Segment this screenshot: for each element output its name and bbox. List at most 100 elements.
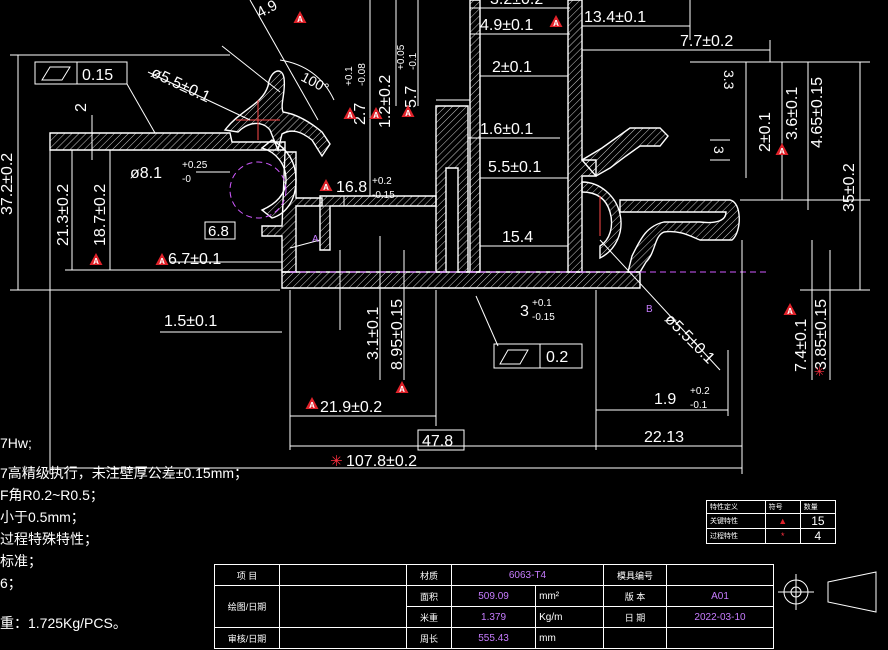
process-mark-icon: ✳ [330, 452, 343, 470]
dim-flatness-015: 0.15 [82, 67, 113, 84]
dim-35: 35±0.2 [841, 163, 858, 212]
dim-3-2-top: 3.2±0.2 [490, 0, 543, 8]
dimension-lines [10, 0, 870, 474]
dim-1-9-tol-dn: -0.1 [690, 400, 708, 411]
extrusion-profile [49, 0, 740, 289]
characteristics-table: 特性定义 符号 数量 关键特性 ▲ 15 过程特性 * 4 [706, 500, 837, 544]
dim-21-3: 21.3±0.2 [55, 184, 72, 246]
dim-16-8-tol-up: +0.2 [372, 176, 392, 187]
version-value: A01 [666, 585, 774, 607]
key-mark-icon [775, 143, 789, 156]
char-count: 15 [799, 513, 837, 529]
hidden-lines [229, 100, 770, 273]
note-line: 7高精级执行，未注壁厚公差±0.15mm； [0, 465, 249, 481]
weight-unit: Kg/m [535, 606, 604, 628]
dim-2-7-tol-dn: -0.08 [357, 63, 368, 86]
dimension-labels: 4.9 100° ø5.5±0.1 0.15 2.7 +0.1 -0.08 1.… [0, 0, 858, 470]
dim-8-95: 8.95±0.15 [389, 299, 406, 370]
dim-7-4: 7.4±0.1 [793, 319, 810, 372]
dim-5-5: 5.5±0.1 [488, 159, 541, 176]
dim-1-9: 1.9 [654, 391, 676, 408]
note-line: F角R0.2~R0.5； [0, 487, 104, 503]
material-value: 6063-T4 [451, 564, 604, 586]
dim-2-left: 2 [73, 103, 90, 112]
profile-center-web [319, 195, 437, 251]
review-label: 审核/日期 [214, 627, 280, 649]
weight-label: 米重 [406, 606, 452, 628]
dim-dia-8-1-tol-up: +0.25 [182, 160, 208, 171]
title-block: 项 目 材质 6063-T4 模具编号 绘图/日期 面积 509.09 mm² … [214, 564, 774, 649]
profile-right-column [567, 0, 597, 273]
profile-right-clip [580, 127, 669, 177]
profile-center-column-a [435, 105, 469, 273]
draw-label: 绘图/日期 [214, 585, 280, 628]
version-label: 版 本 [603, 585, 667, 607]
dim-7-7: 7.7±0.2 [680, 33, 733, 50]
dim-1-9-tol-up: +0.2 [690, 386, 710, 397]
project-label: 项 目 [214, 564, 280, 586]
dim-22-13: 22.13 [644, 429, 684, 446]
dim-5-7-tol-dn: -0.1 [408, 52, 419, 70]
profile-right-boss [581, 181, 622, 260]
profile-upper-fin [223, 70, 331, 158]
dim-4-65: 4.65±0.15 [809, 77, 826, 148]
dim-3-85: 3.85±0.15 [813, 299, 830, 370]
char-header: 数量 [799, 500, 837, 514]
dim-3-3: 3.3 [721, 70, 737, 90]
dim-angle-100: 100° [299, 69, 332, 97]
weight-value: 1.379 [450, 606, 537, 628]
date-value: 2022-03-10 [666, 606, 774, 628]
technical-notes: 7Hw; 7高精级执行，未注壁厚公差±0.15mm； F角R0.2~R0.5； … [0, 432, 248, 634]
dim-47-8: 47.8 [422, 433, 453, 450]
profile-left-arm [49, 132, 286, 151]
perimeter-unit: mm [535, 627, 604, 649]
dim-1-5: 1.5±0.1 [164, 313, 217, 330]
note-line: 7Hw; [0, 435, 32, 451]
dim-3-bottom-tol-dn: -0.15 [532, 312, 555, 323]
flatness-symbol-left [41, 66, 71, 81]
label-a: A [312, 234, 319, 245]
key-mark-icon [293, 11, 307, 24]
key-mark-icon [395, 381, 409, 394]
dim-2-7: 2.7 [352, 103, 369, 125]
dim-2-7-tol-up: +0.1 [344, 66, 355, 86]
area-unit: mm² [535, 585, 604, 607]
dim-dia-5-5-left: ø5.5±0.1 [148, 64, 212, 106]
profile-center-column-b [469, 0, 481, 273]
dim-dia-8-1-tol-dn: -0 [182, 174, 191, 185]
dim-1-6: 1.6±0.1 [480, 121, 533, 138]
key-mark-icon [319, 179, 333, 192]
dim-6-7: 6.7±0.1 [168, 251, 221, 268]
dim-13-4: 13.4±0.1 [584, 9, 646, 26]
dim-107-8: 107.8±0.2 [346, 453, 417, 470]
char-symbol: * [764, 528, 801, 544]
note-line: 小于0.5mm； [0, 509, 85, 525]
note-line: 重：1.725Kg/PCS。 [0, 615, 127, 631]
dim-4-9-top: 4.9 [254, 0, 280, 22]
key-characteristic-markers: ✳ ✳ [89, 11, 825, 470]
key-mark-icon [783, 303, 797, 316]
dim-6-8: 6.8 [208, 223, 229, 240]
dim-18-7: 18.7±0.2 [92, 184, 109, 246]
key-mark-icon [155, 253, 169, 266]
dim-3-6: 3.6±0.1 [784, 87, 801, 140]
note-line: 6； [0, 575, 22, 591]
key-mark-icon [305, 397, 319, 410]
flatness-symbol-bottom [499, 349, 529, 365]
char-header: 符号 [764, 500, 801, 514]
dim-16-8-tol-dn: -0.15 [372, 190, 395, 201]
dim-3-bottom: 3 [520, 303, 529, 320]
dim-15-4: 15.4 [502, 229, 533, 246]
char-header: 特性定义 [706, 500, 766, 514]
char-symbol: ▲ [764, 513, 801, 529]
dim-3-bottom-tol-up: +0.1 [532, 298, 552, 309]
mold-no-label: 模具编号 [603, 564, 667, 586]
dim-21-9: 21.9±0.2 [320, 399, 382, 416]
note-line: 标准； [0, 553, 42, 569]
dim-37-2: 37.2±0.2 [0, 153, 16, 215]
dim-5-7-tol-up: +0.05 [396, 44, 407, 70]
profile-right-lip [619, 199, 740, 273]
key-mark-icon [549, 15, 563, 28]
